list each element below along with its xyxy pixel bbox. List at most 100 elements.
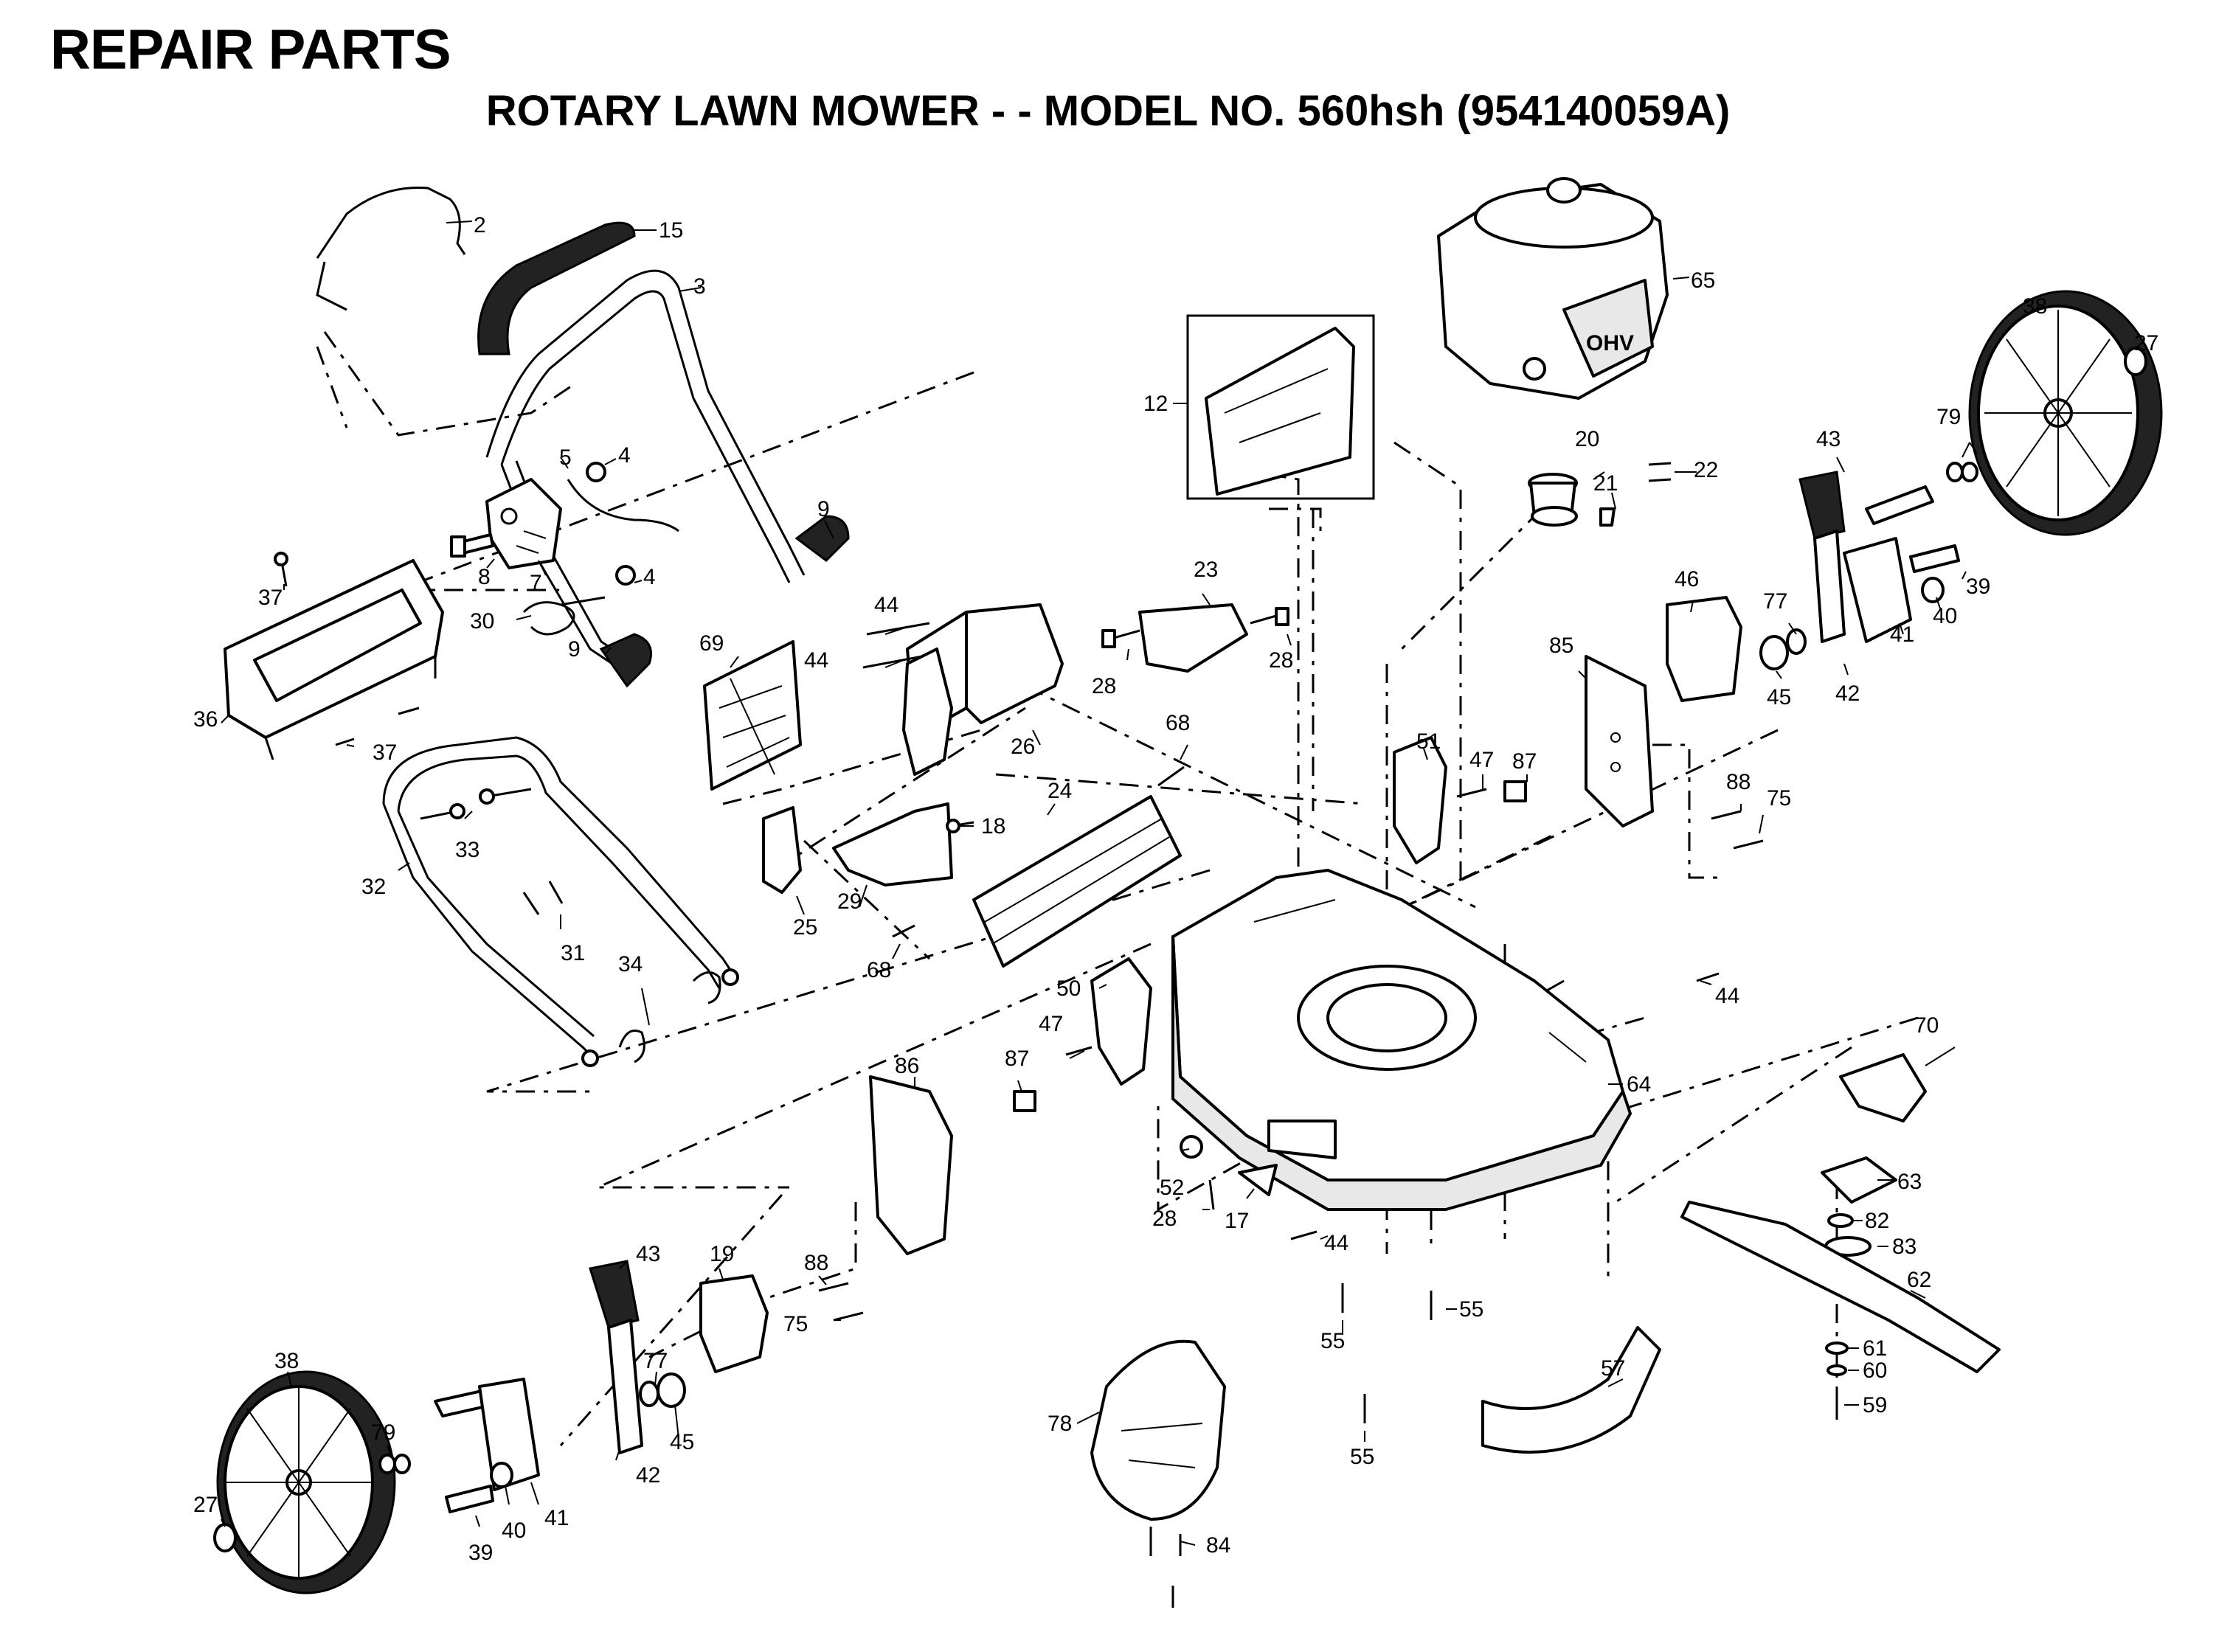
callout-41-left: 41	[544, 1506, 569, 1530]
page-title: REPAIR PARTS	[50, 18, 451, 81]
callout-37-lower: 37	[373, 740, 397, 765]
callout-82: 82	[1865, 1209, 1889, 1233]
rear-skirt-24	[972, 795, 1182, 968]
washer-82	[1827, 1213, 1854, 1228]
callout-32: 32	[361, 875, 386, 899]
callout-5: 5	[559, 445, 572, 470]
callout-43-right: 43	[1816, 427, 1841, 451]
callout-44-top: 44	[874, 593, 898, 617]
model-title: ROTARY LAWN MOWER - - MODEL NO. 560hsh (…	[485, 87, 1731, 135]
callout-43-left: 43	[636, 1242, 660, 1266]
callout-39-left: 39	[468, 1541, 493, 1565]
bolt-88b	[818, 1282, 849, 1292]
callout-83: 83	[1892, 1235, 1917, 1259]
handle-bracket	[485, 478, 562, 569]
screw-75b	[833, 1311, 864, 1322]
callout-27-left: 27	[193, 1493, 218, 1517]
callout-9-upper: 9	[817, 497, 830, 521]
bolt-47a	[1456, 788, 1487, 798]
callout-63: 63	[1897, 1170, 1922, 1194]
callout-45-right: 45	[1767, 685, 1791, 709]
callout-39-right: 39	[1966, 575, 1990, 599]
callout-55-left: 55	[1320, 1329, 1345, 1353]
screw-68b	[892, 924, 915, 938]
callout-28-bottom: 28	[1152, 1207, 1177, 1231]
washers-79b	[378, 1454, 411, 1474]
frame-bolts-33	[420, 788, 532, 820]
callout-21: 21	[1593, 471, 1618, 496]
callout-26: 26	[1011, 735, 1035, 759]
callout-60: 60	[1863, 1358, 1887, 1383]
plate-19	[699, 1274, 769, 1373]
callout-46: 46	[1675, 567, 1699, 591]
control-bail	[316, 186, 466, 311]
callout-40-left: 40	[502, 1519, 526, 1543]
knob-nut-4b	[615, 565, 636, 586]
pin-44d	[1290, 1230, 1318, 1240]
callout-18: 18	[981, 814, 1005, 839]
screws-84	[1149, 1527, 1182, 1608]
pins-31	[522, 881, 564, 915]
callout-8: 8	[478, 565, 491, 589]
washer-77a	[1786, 628, 1807, 655]
bolt-39b	[445, 1485, 494, 1513]
height-bracket-86	[869, 1075, 953, 1255]
axle-41b	[434, 1378, 540, 1491]
callout-59: 59	[1863, 1393, 1887, 1417]
bolts-55	[1341, 1283, 1433, 1423]
screw-37a	[274, 552, 288, 587]
engine-65: OHV	[1437, 177, 1669, 400]
callout-78: 78	[1048, 1412, 1072, 1436]
callout-79-right: 79	[1936, 405, 1961, 429]
handle-knob-lower	[599, 633, 652, 688]
callout-87-right: 87	[1512, 749, 1537, 774]
callout-22: 22	[1694, 458, 1718, 482]
callout-47-left: 47	[1039, 1012, 1063, 1036]
chute-23	[1138, 603, 1248, 673]
hub-cap-27b	[213, 1523, 237, 1552]
set-screws-22	[1648, 462, 1672, 482]
callout-38-right: 38	[2023, 294, 2047, 319]
callout-77-left: 77	[643, 1349, 668, 1373]
callout-12: 12	[1143, 392, 1168, 416]
pin-44c	[1696, 972, 1720, 982]
handle-bolt-8	[450, 533, 494, 558]
callout-68-upper: 68	[1166, 711, 1190, 735]
callout-50: 50	[1056, 976, 1081, 1001]
height-lever-43a	[1798, 471, 1846, 643]
callout-37-upper: 37	[258, 586, 283, 610]
callout-29: 29	[837, 889, 862, 914]
callout-15: 15	[659, 218, 683, 243]
callout-69: 69	[699, 631, 724, 656]
callout-70: 70	[1914, 1013, 1939, 1038]
height-bracket-50	[1090, 957, 1152, 1086]
callout-24: 24	[1048, 779, 1072, 803]
key-21	[1599, 507, 1616, 527]
washer-40a	[1921, 577, 1945, 603]
callout-7: 7	[530, 571, 542, 595]
callout-28-left: 28	[1092, 674, 1116, 698]
knob-nut-4a	[586, 462, 606, 482]
control-cable	[567, 479, 679, 532]
nut-52	[1180, 1135, 1203, 1159]
handle-grip	[477, 221, 636, 355]
screws-37b	[335, 707, 420, 746]
callout-86: 86	[895, 1054, 919, 1078]
callout-75-right: 75	[1767, 786, 1791, 811]
clip-30	[522, 596, 606, 636]
callout-75-left: 75	[783, 1312, 808, 1336]
baffle-57	[1481, 1326, 1661, 1454]
height-bracket-51	[1393, 736, 1447, 864]
screw-75a	[1733, 839, 1764, 850]
rear-wheel-38a	[1968, 290, 2163, 536]
bolts-28ab	[1101, 607, 1289, 648]
callout-88-right: 88	[1726, 770, 1751, 794]
callout-33: 33	[455, 838, 479, 862]
spacer-87a	[1503, 780, 1527, 802]
warning-label-69	[703, 640, 802, 791]
callout-28-right: 28	[1269, 648, 1293, 673]
callout-57: 57	[1601, 1356, 1625, 1381]
washers-79a	[1946, 462, 1978, 482]
washer-77b	[639, 1381, 659, 1407]
